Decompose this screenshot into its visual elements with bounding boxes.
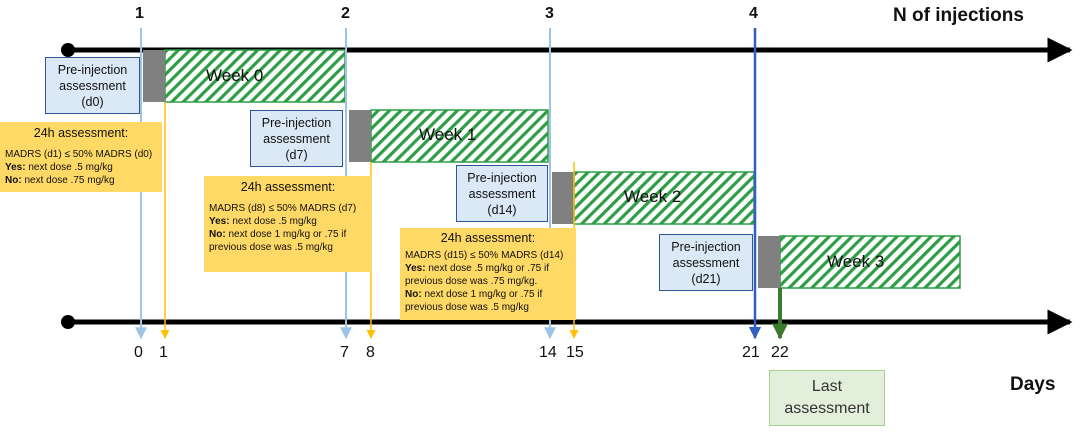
- assessment-24h-criterion: MADRS (d1) ≤ 50% MADRS (d0): [5, 149, 153, 160]
- pre-injection-box-d0: Pre-injection assessment (d0): [45, 57, 140, 114]
- assessment-24h-criterion: MADRS (d15) ≤ 50% MADRS (d14): [405, 250, 564, 261]
- yes-text: next dose .5 mg/kg: [25, 162, 113, 173]
- bottom-axis-start-dot: [61, 315, 75, 329]
- yes-text: next dose .5 mg/kg: [229, 216, 317, 227]
- pre-injection-line2: assessment: [263, 131, 330, 146]
- top-axis-title: N of injections: [893, 5, 1024, 26]
- yes-label: Yes:: [5, 162, 26, 173]
- injection-number-1: 1: [135, 5, 144, 22]
- pre-injection-line1: Pre-injection: [57, 62, 128, 77]
- week-bar-1: [370, 109, 549, 163]
- last-assessment-box: Last assessment: [769, 370, 885, 426]
- week-label-0: Week 0: [206, 66, 264, 85]
- pre-injection-box-d21: Pre-injection assessment (d21): [659, 234, 753, 291]
- no-label: No:: [5, 175, 22, 186]
- pre-injection-line2: assessment: [59, 78, 126, 93]
- day-label-22: 22: [771, 344, 789, 361]
- pre-injection-box-d7: Pre-injection assessment (d7): [250, 110, 343, 167]
- pre-injection-line3: (d0): [81, 94, 104, 109]
- pre-injection-line2: assessment: [672, 255, 740, 270]
- yes-label: Yes:: [209, 216, 230, 227]
- no-label: No:: [405, 289, 422, 300]
- no-text: next dose 1 mg/kg or .75 if previous dos…: [209, 229, 347, 253]
- last-assessment-line2: assessment: [784, 400, 870, 417]
- no-label: No:: [209, 229, 226, 240]
- injection-number-3: 3: [545, 5, 554, 22]
- pre-injection-line1: Pre-injection: [467, 170, 537, 185]
- pre-injection-line1: Pre-injection: [671, 239, 741, 254]
- pre-injection-line3: (d21): [691, 271, 721, 286]
- assessment-24h-box-d8: 24h assessment: MADRS (d8) ≤ 50% MADRS (…: [204, 176, 372, 272]
- assessment-24h-box-d15: 24h assessment: MADRS (d15) ≤ 50% MADRS …: [400, 228, 576, 320]
- no-text: next dose 1 mg/kg or .75 if previous dos…: [405, 289, 543, 313]
- assessment-24h-criterion: MADRS (d8) ≤ 50% MADRS (d7): [209, 203, 357, 214]
- day-label-21: 21: [742, 344, 760, 361]
- pre-injection-line1: Pre-injection: [261, 115, 332, 130]
- dose-block-2: [552, 172, 574, 224]
- week-label-2: Week 2: [624, 187, 682, 206]
- yes-text: next dose .5 mg/kg or .75 if previous do…: [405, 263, 549, 287]
- pre-injection-line3: (d7): [285, 147, 308, 162]
- pre-injection-line3: (d14): [487, 202, 517, 217]
- day-label-0: 0: [134, 344, 143, 361]
- dose-block-1: [349, 110, 371, 162]
- top-axis-start-dot: [61, 43, 75, 57]
- dose-block-0: [143, 50, 165, 102]
- injection-number-4: 4: [749, 5, 758, 22]
- last-assessment-line1: Last: [811, 378, 843, 395]
- week-bar-0: [164, 49, 346, 103]
- day-label-15: 15: [566, 344, 584, 361]
- bottom-axis-title: Days: [1010, 374, 1056, 395]
- pre-injection-line2: assessment: [468, 186, 536, 201]
- day-label-14: 14: [539, 344, 557, 361]
- assessment-24h-title: 24h assessment:: [440, 231, 536, 245]
- day-label-7: 7: [340, 344, 349, 361]
- assessment-24h-title: 24h assessment:: [33, 126, 129, 140]
- assessment-24h-box-d1: 24h assessment: MADRS (d1) ≤ 50% MADRS (…: [0, 122, 162, 192]
- week-label-1: Week 1: [419, 125, 477, 144]
- no-text: next dose .75 mg/kg: [21, 175, 115, 186]
- injection-number-2: 2: [341, 5, 350, 22]
- day-label-1: 1: [159, 344, 168, 361]
- assessment-24h-title: 24h assessment:: [240, 180, 336, 194]
- pre-injection-box-d14: Pre-injection assessment (d14): [456, 165, 548, 222]
- dose-block-3: [758, 236, 780, 288]
- yes-label: Yes:: [405, 263, 426, 274]
- week-label-3: Week 3: [827, 252, 885, 271]
- day-label-8: 8: [366, 344, 375, 361]
